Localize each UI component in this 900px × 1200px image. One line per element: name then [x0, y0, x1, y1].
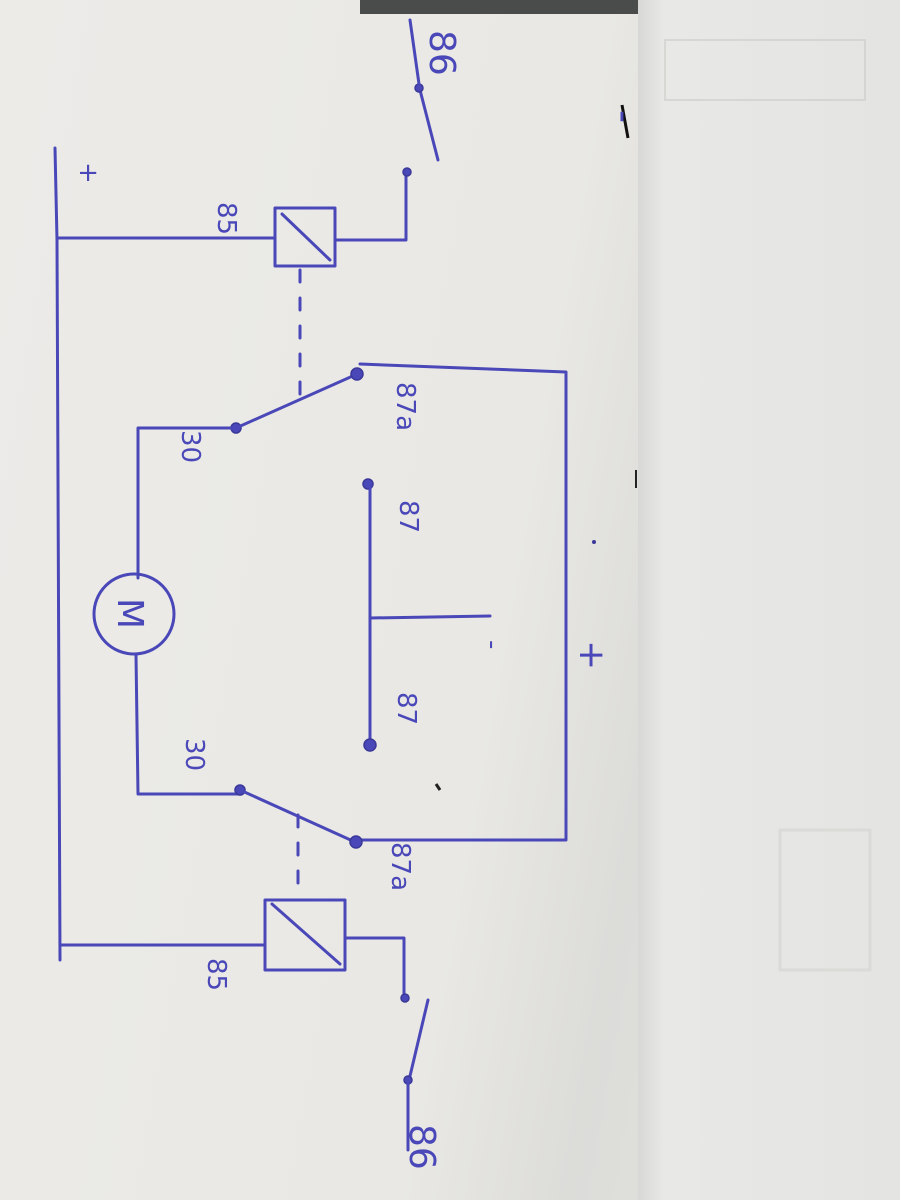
- wire-87-to-negative: [368, 614, 492, 620]
- label-87a-bottom: 87a: [385, 842, 415, 891]
- switch-lever-bottom: [408, 998, 430, 1078]
- underlying-page: [638, 0, 900, 1200]
- label-86-bottom: 86: [401, 1124, 442, 1170]
- label-plus-right: +: [571, 640, 612, 670]
- label-85-bottom: 85: [201, 958, 231, 991]
- stray-mark: [434, 783, 442, 791]
- wire-switch-to-86-top: [408, 18, 421, 86]
- wire-motor-to-30-bottom: [134, 653, 242, 796]
- ink-dot: [592, 540, 596, 544]
- label-30-top: 30: [175, 430, 205, 463]
- label-minus-mid: -: [477, 640, 507, 649]
- wire-30-top-to-motor: [136, 426, 238, 580]
- label-30-bottom: 30: [179, 738, 209, 771]
- wire-coil-to-switch-bottom: [343, 936, 406, 998]
- positive-rail: [53, 146, 62, 962]
- switch-contact-top-lower: [402, 167, 412, 177]
- faint-background-marks: [664, 39, 872, 972]
- label-85-top: 85: [211, 202, 241, 235]
- label-motor: M: [109, 598, 150, 629]
- motor: [92, 572, 176, 656]
- stray-mark-3: [620, 104, 630, 139]
- relay-coil-top: [273, 206, 337, 268]
- node-87-bottom: [363, 738, 377, 752]
- label-87-top: 87: [393, 500, 423, 533]
- label-87a-top: 87a: [390, 382, 420, 431]
- dark-strip: [360, 0, 640, 14]
- label-86-top: 86: [421, 30, 462, 76]
- label-plus-left: +: [73, 162, 103, 184]
- switch-contact-bottom-upper: [400, 993, 410, 1003]
- label-minus-left: -: [603, 110, 644, 123]
- relay-switch-top: [234, 373, 357, 430]
- label-87-bottom: 87: [391, 692, 421, 725]
- node-87a-top: [350, 367, 364, 381]
- switch-lever-top: [418, 88, 440, 162]
- node-87a-bottom: [349, 835, 363, 849]
- relay-coil-bottom: [263, 898, 347, 972]
- wire-87a-top-to-bus: [358, 362, 568, 842]
- wire-coil-to-switch-top: [333, 174, 408, 242]
